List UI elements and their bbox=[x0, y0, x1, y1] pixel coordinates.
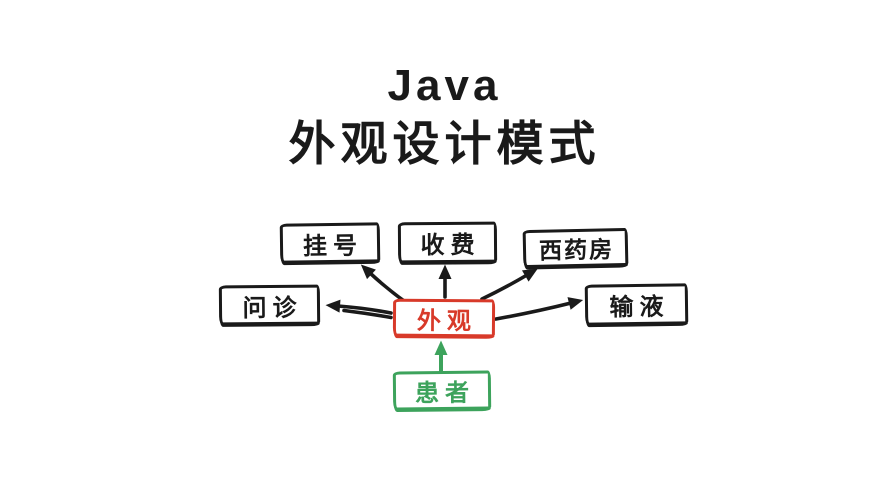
box-infusion: 输液 bbox=[584, 283, 689, 326]
box-facade-label: 外观 bbox=[416, 307, 478, 335]
box-registration: 挂号 bbox=[279, 222, 381, 264]
arrow-facade-to-consultation-double-stroke bbox=[342, 308, 393, 320]
box-billing-label: 收费 bbox=[420, 231, 481, 260]
box-infusion-label: 输液 bbox=[609, 293, 670, 322]
diagram-title: Java 外观设计模式 bbox=[0, 61, 889, 170]
box-patient: 患者 bbox=[392, 370, 492, 411]
box-patient-label: 患者 bbox=[414, 379, 476, 408]
box-pharmacy-label: 西药房 bbox=[538, 236, 615, 264]
title-java: Java bbox=[387, 61, 502, 110]
arrow-facade-to-registration bbox=[360, 264, 406, 303]
box-facade: 外观 bbox=[392, 298, 496, 338]
box-consultation-label: 问诊 bbox=[242, 294, 303, 322]
box-registration-label: 挂号 bbox=[302, 232, 364, 260]
arrow-facade-to-pharmacy bbox=[480, 268, 538, 301]
title-facade-pattern: 外观设计模式 bbox=[288, 117, 601, 170]
arrow-facade-to-consultation bbox=[325, 299, 393, 315]
box-pharmacy: 西药房 bbox=[522, 227, 629, 269]
box-consultation: 问诊 bbox=[218, 284, 321, 326]
box-billing: 收费 bbox=[397, 221, 498, 264]
arrow-facade-to-infusion bbox=[494, 297, 584, 321]
